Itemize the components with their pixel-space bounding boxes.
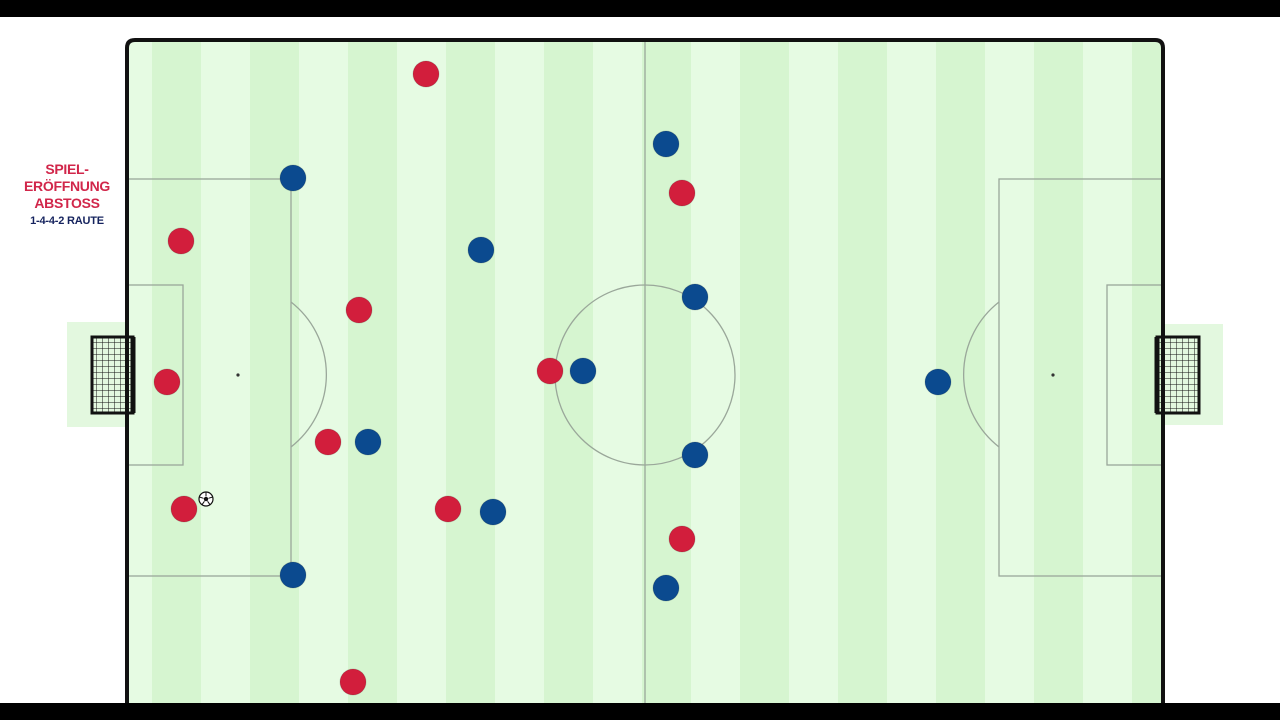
right-penalty-arc — [963, 301, 1000, 448]
formation-subtitle: 1-4-4-2 RAUTE — [30, 215, 104, 227]
blue-player-5 — [279, 561, 307, 589]
blue-player-11 — [924, 368, 952, 396]
red-player-9 — [536, 357, 564, 385]
title-line-1: SPIEL- — [45, 161, 89, 177]
red-player-6 — [170, 495, 198, 523]
red-player-2 — [167, 227, 195, 255]
blue-player-4 — [479, 498, 507, 526]
red-team-players — [153, 60, 696, 696]
blue-player-2 — [467, 236, 495, 264]
blue-player-7 — [681, 283, 709, 311]
blue-player-8 — [681, 441, 709, 469]
letterbox-top — [0, 0, 1280, 17]
red-player-1 — [412, 60, 440, 88]
left-penalty-spot — [236, 373, 240, 377]
blue-player-9 — [652, 130, 680, 158]
blue-player-10 — [652, 574, 680, 602]
letterbox-bottom — [0, 703, 1280, 720]
goal-net-icon — [90, 335, 136, 415]
red-player-8 — [434, 495, 462, 523]
blue-player-3 — [354, 428, 382, 456]
red-player-10 — [668, 179, 696, 207]
red-player-5 — [314, 428, 342, 456]
right-penalty-spot — [1051, 373, 1055, 377]
red-player-4 — [153, 368, 181, 396]
title-block: SPIEL- ERÖFFNUNG ABSTOSS 1-4-4-2 RAUTE — [14, 161, 120, 230]
red-player-11 — [668, 525, 696, 553]
pitch-border — [125, 38, 1165, 703]
blue-player-1 — [279, 164, 307, 192]
title-line-2: ERÖFFNUNG — [24, 178, 110, 194]
soccer-ball-icon — [198, 491, 214, 507]
blue-player-6 — [569, 357, 597, 385]
title-line-3: ABSTOSS — [34, 195, 100, 211]
blue-team-players — [279, 130, 952, 602]
red-player-3 — [345, 296, 373, 324]
red-player-7 — [339, 668, 367, 696]
goal-net-icon — [1154, 335, 1201, 415]
left-penalty-arc — [290, 301, 327, 448]
